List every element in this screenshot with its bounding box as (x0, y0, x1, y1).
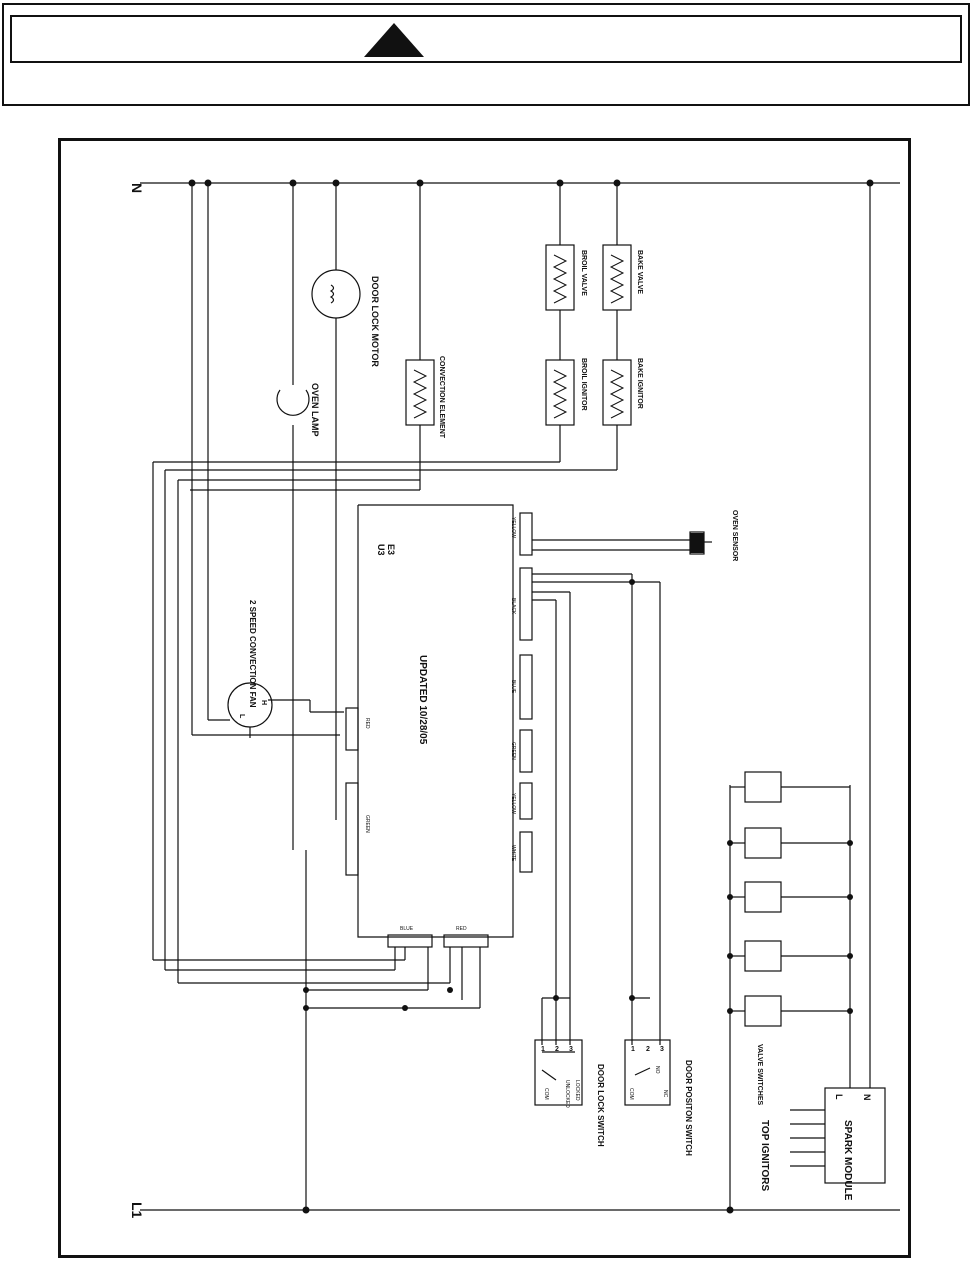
wiring-diagram-frame (58, 138, 911, 1258)
door-lock-unlocked: UNLOCKED (564, 1080, 570, 1108)
oven-lamp-label: OVEN LAMP (310, 383, 320, 437)
board-id-u3: U3 (376, 544, 386, 556)
connector-green-left: GREEN (364, 815, 370, 833)
connector-blue-mid: BLUE (510, 680, 516, 694)
neutral-label: N (129, 183, 145, 193)
fan-h-terminal: H (260, 700, 267, 705)
board-id-e3: E3 (386, 544, 396, 555)
top-ignitors-label: TOP IGNITORS (759, 1120, 770, 1191)
warning-triangle-icon (364, 23, 424, 57)
connector-yellow-top: YELLOW (510, 517, 516, 538)
spark-module-label: SPARK MODULE (842, 1120, 853, 1201)
warning-header-bar (10, 15, 962, 63)
connector-blue-bottom: BLUE (400, 926, 414, 932)
spark-l-terminal: L (834, 1094, 844, 1100)
connector-black: BLACK (510, 598, 516, 615)
door-pos-nc: NC (662, 1090, 668, 1098)
line-label: L1 (129, 1202, 145, 1219)
door-pos-pin-3: 3 (660, 1046, 664, 1053)
bake-ignitor-label: BAKE IGNITOR (636, 358, 643, 409)
door-lock-switch-label: DOOR LOCK SWITCH (596, 1064, 605, 1147)
convection-element-label: CONVECTION ELEMENT (438, 356, 445, 439)
oven-sensor-label: OVEN SENSOR (731, 510, 738, 561)
door-lock-motor-label: DOOR LOCK MOTOR (370, 276, 380, 367)
door-pos-pin-2: 2 (646, 1046, 650, 1053)
door-pos-no: NO (654, 1066, 660, 1074)
broil-ignitor-label: BROIL IGNITOR (580, 358, 587, 411)
spark-n-terminal: N (862, 1094, 872, 1101)
door-lock-locked: LOCKED (574, 1080, 580, 1101)
door-lock-pin-3: 3 (569, 1046, 573, 1053)
door-lock-pin-2: 2 (555, 1046, 559, 1053)
convection-fan-label: 2 SPEED CONVECTION FAN (248, 600, 257, 708)
warning-banner (2, 3, 970, 106)
broil-valve-label: BROIL VALVE (580, 250, 587, 296)
connector-green-mid: GREEN (510, 742, 516, 760)
door-position-switch-label: DOOR POSITON SWITCH (684, 1060, 693, 1156)
bake-valve-label: BAKE VALVE (636, 250, 643, 294)
connector-red-left: RED (364, 718, 370, 729)
connector-red-bottom: RED (456, 926, 467, 932)
fan-l-terminal: L (238, 714, 245, 719)
door-pos-pin-1: 1 (631, 1046, 635, 1053)
connector-yellow-mid: YELLOW (510, 793, 516, 814)
connector-white: WHITE (510, 845, 516, 862)
door-pos-com: COM (628, 1088, 634, 1100)
door-lock-com: COM (543, 1088, 549, 1100)
updated-date-label: UPDATED 10/28/05 (417, 655, 428, 745)
valve-switches-label: VALVE SWITCHES (756, 1044, 763, 1106)
door-lock-pin-1: 1 (541, 1046, 545, 1053)
